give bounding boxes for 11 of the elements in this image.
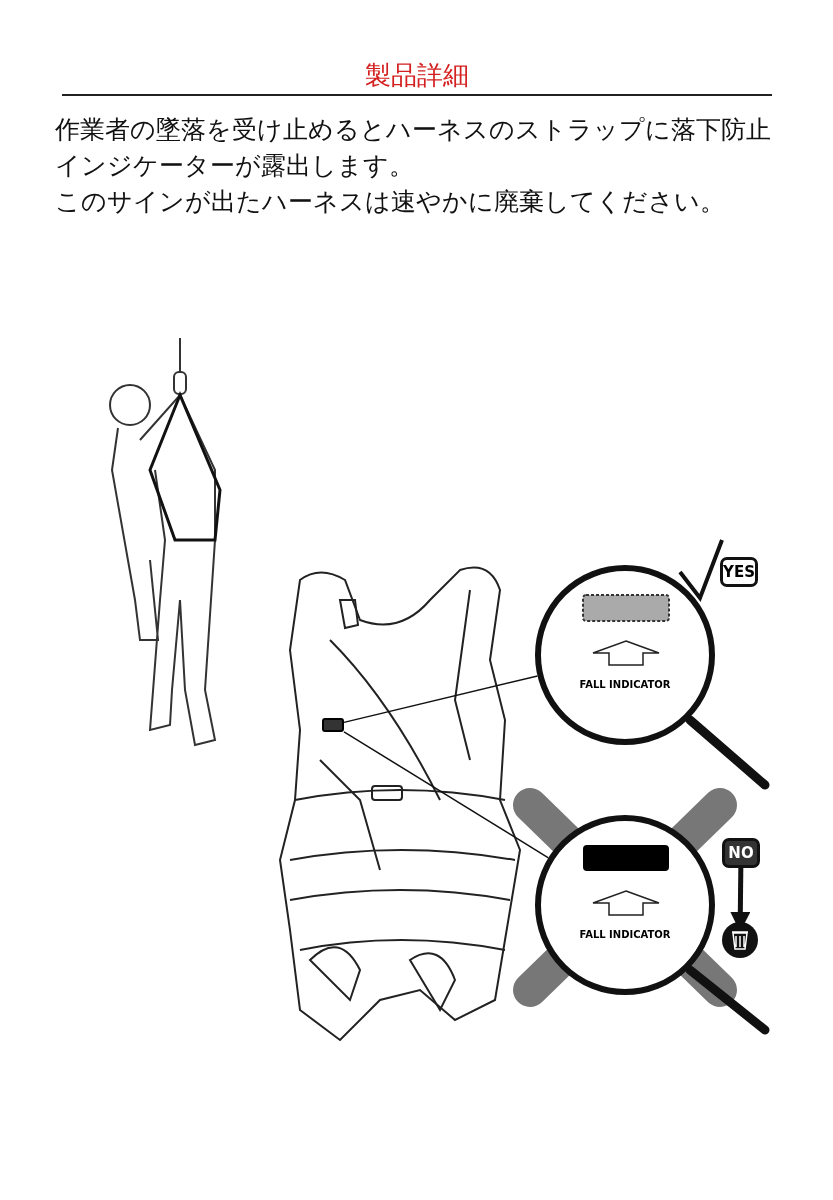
page-title: 製品詳細	[363, 59, 470, 92]
yes-badge: YES	[720, 557, 758, 587]
indicator-tag	[322, 718, 344, 732]
leader-line	[343, 731, 550, 859]
leader-line	[343, 675, 539, 724]
no-badge: NO	[722, 838, 760, 868]
instruction-text: このサインが出たハーネスは速やかに廃棄してください。	[55, 186, 726, 218]
indicator-label: FALL INDICATOR	[578, 929, 672, 940]
instruction-text: 作業者の墜落を受け止めるとハーネスのストラップに落下防止インジケーターが露出します。	[55, 114, 772, 182]
indicator-label: FALL INDICATOR	[578, 679, 672, 690]
trash-can-icon	[722, 922, 758, 958]
